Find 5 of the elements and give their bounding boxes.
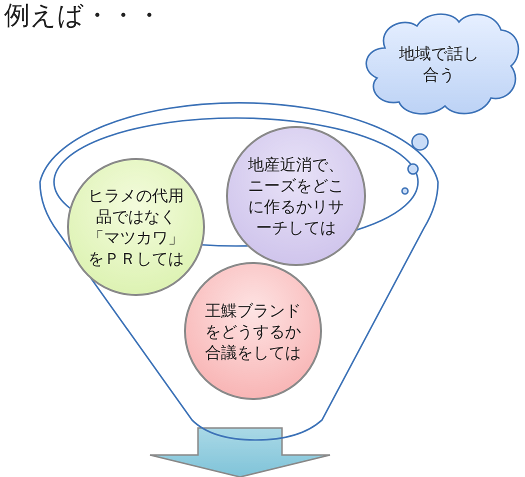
idea-text: 地産近消で、ニーズをどこに作るかリサーチしては — [247, 154, 345, 238]
title: 例えば・・・ — [4, 0, 162, 32]
idea-text: 地域で話し合う — [398, 43, 480, 85]
idea-text: 王鰈ブランドをどうするか合議をしては — [204, 300, 302, 362]
idea-text: ヒラメの代用品ではなく「マツカワ」をＰＲしては — [87, 185, 185, 269]
